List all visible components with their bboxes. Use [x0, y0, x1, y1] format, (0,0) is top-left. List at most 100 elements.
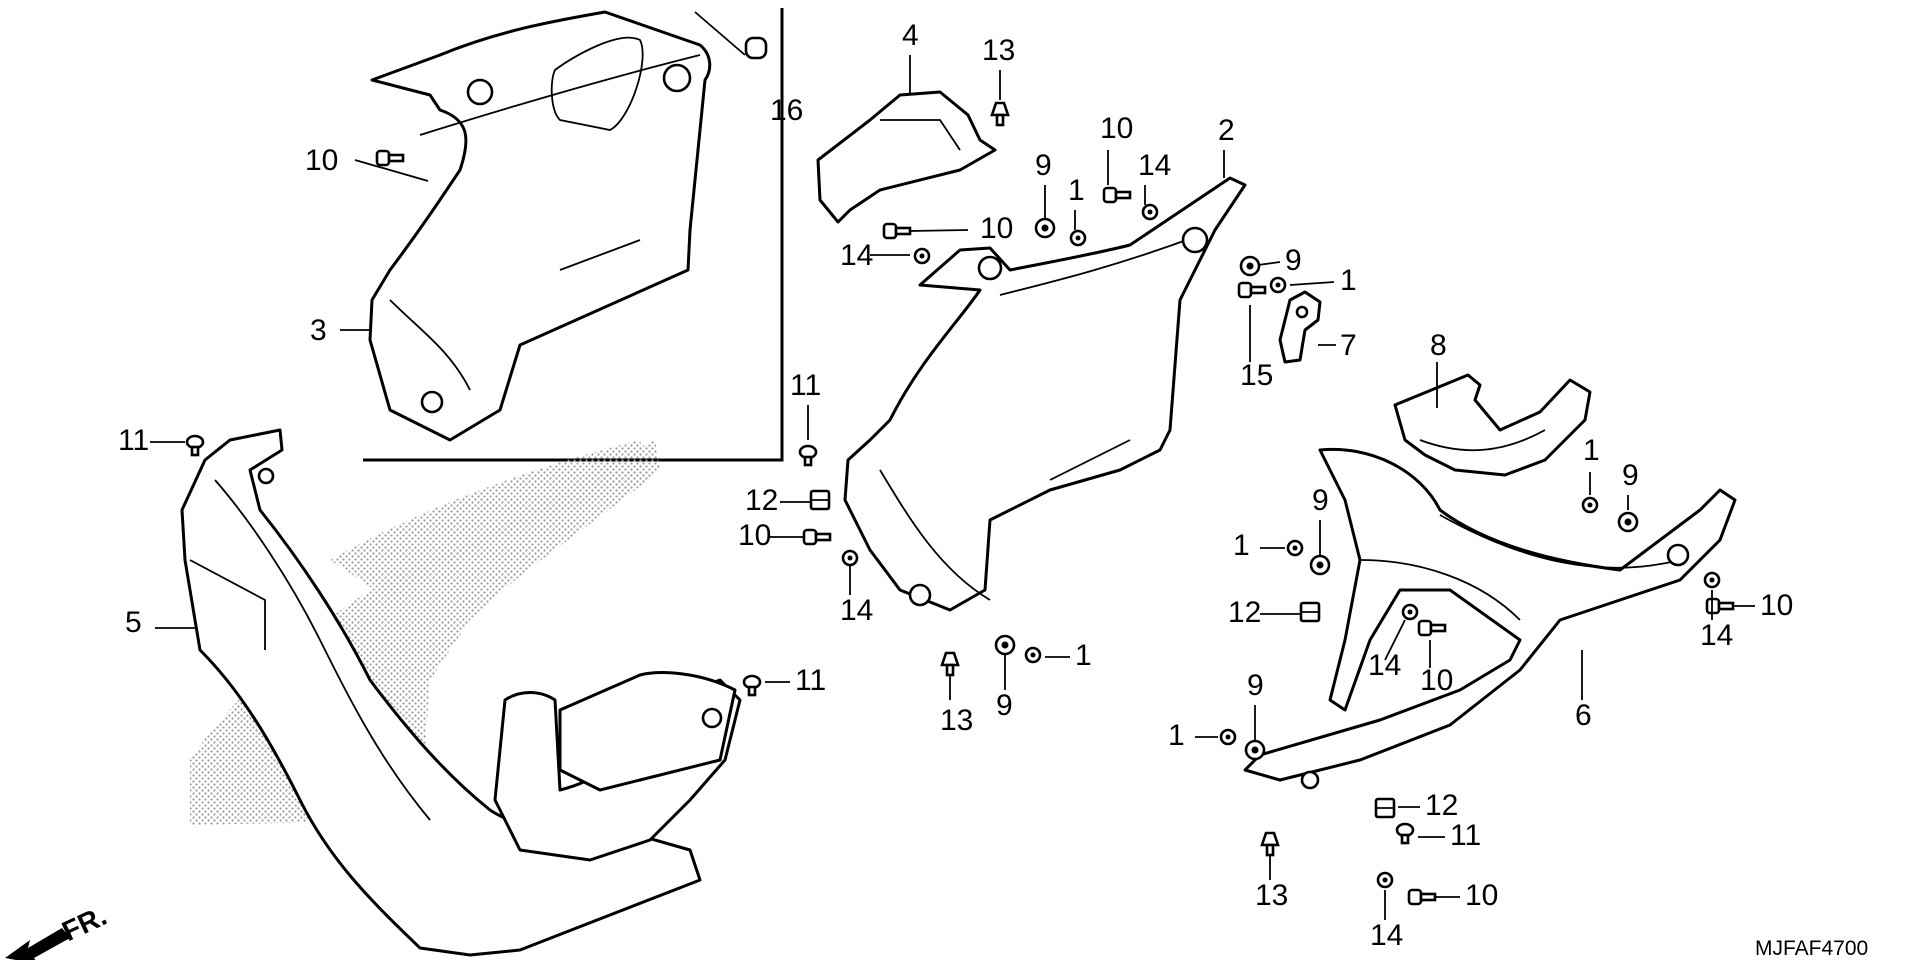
callout-number: 2 [1218, 114, 1235, 147]
callout-c16: 16 [694, 11, 803, 127]
callout-number: 9 [1035, 149, 1052, 182]
callout-c14e: 14 [1700, 571, 1733, 652]
callout-c15: 15 [1237, 281, 1273, 392]
part-2-side-cover [843, 176, 1247, 612]
callout-number: 10 [738, 519, 771, 552]
fastener-ring-icon [1401, 603, 1419, 621]
part-3-inner-cover [368, 10, 712, 442]
fastener-clip-icon [990, 101, 1010, 127]
fastener-washer-icon [994, 634, 1016, 656]
callout-c9b: 9 [1239, 244, 1302, 277]
front-direction-indicator: FR. [5, 900, 111, 960]
callout-c12c: 12 [1374, 789, 1458, 822]
callout-c10f: 10 [1705, 589, 1793, 622]
callout-number: 14 [1700, 619, 1733, 652]
leader-line [1289, 281, 1335, 286]
callout-number: 10 [1420, 664, 1453, 697]
callout-number: 12 [1425, 789, 1458, 822]
callout-c14d: 14 [1368, 603, 1419, 682]
callout-c14f: 14 [1370, 871, 1403, 952]
reference-code: MJFAF4700 [1755, 937, 1868, 960]
fastener-cap-icon [744, 36, 768, 60]
callout-number: 11 [790, 369, 821, 402]
fastener-washer-icon [1244, 739, 1266, 761]
callout-number: 13 [1255, 879, 1288, 912]
leader-line [354, 159, 429, 182]
callout-number: 1 [1233, 529, 1250, 562]
callout-c11c: 11 [742, 664, 826, 697]
fastener-ring-icon [1141, 203, 1159, 221]
callout-number: 8 [1430, 329, 1447, 362]
callout-number: 10 [1760, 589, 1793, 622]
callout-c10e: 10 [1417, 619, 1453, 697]
fastener-ring-icon [1581, 496, 1599, 514]
fastener-ring-icon [841, 549, 859, 567]
fastener-washer-icon [1239, 255, 1261, 277]
callout-c9e: 9 [1309, 484, 1331, 576]
callout-number: 1 [1340, 264, 1357, 297]
fastener-ring-icon [1269, 276, 1287, 294]
callout-c13c: 13 [1255, 831, 1288, 912]
callout-number: 14 [1370, 919, 1403, 952]
callout-number: 15 [1240, 359, 1273, 392]
fastener-bolt-icon [1102, 186, 1132, 204]
callout-c11b: 11 [118, 424, 205, 457]
callout-number: 9 [996, 689, 1013, 722]
part-8-bracket [1393, 373, 1592, 477]
fastener-ring-icon [1024, 646, 1042, 664]
callout-c9d: 9 [1617, 459, 1639, 533]
callout-c13b: 13 [940, 651, 973, 737]
fastener-screw-icon [185, 434, 205, 457]
callout-c14a: 14 [1138, 149, 1171, 221]
callout-number: 14 [1368, 649, 1401, 682]
callout-c9c: 9 [994, 634, 1016, 722]
callout-c11d: 11 [1395, 819, 1481, 852]
fastener-nut-icon [1374, 797, 1396, 819]
fastener-nut-icon [809, 489, 831, 511]
inset-frame [363, 8, 784, 462]
part-5-front-lower-cowl [180, 428, 742, 957]
callout-number: 10 [1100, 112, 1133, 145]
callout-c1a: 1 [1068, 174, 1087, 247]
callout-c1e: 1 [1581, 434, 1600, 514]
callout-number: 3 [310, 314, 327, 347]
callout-c1d: 1 [1233, 529, 1304, 562]
callout-number: 10 [980, 212, 1013, 245]
fastener-bolt-icon [882, 222, 912, 240]
arrow-icon [5, 928, 70, 960]
callout-number: 7 [1340, 329, 1357, 362]
callout-c9a: 9 [1034, 149, 1056, 239]
callout-c1b: 1 [1269, 264, 1357, 297]
fastener-bolt-icon [1705, 597, 1735, 615]
callout-c8: 8 [1430, 329, 1447, 408]
callout-number: 11 [1450, 819, 1481, 852]
callout-number: 13 [982, 34, 1015, 67]
callout-c3: 3 [310, 314, 370, 347]
fastener-screw-icon [742, 674, 762, 697]
part-4-cover [816, 90, 997, 224]
fastener-screw-icon [798, 444, 818, 467]
fastener-bolt-icon [802, 528, 832, 546]
callout-c14b: 14 [840, 239, 931, 272]
callout-number: 1 [1168, 719, 1185, 752]
callout-c2: 2 [1218, 114, 1235, 178]
callout-c10b: 10 [1100, 112, 1133, 204]
callout-number: 4 [902, 19, 919, 52]
callout-number: 1 [1583, 434, 1600, 467]
callout-number: 9 [1312, 484, 1329, 517]
fastener-washer-icon [1034, 217, 1056, 239]
fastener-ring-icon [1069, 229, 1087, 247]
callout-number: 1 [1068, 174, 1085, 207]
callout-number: 11 [118, 424, 149, 457]
fastener-ring-icon [1376, 871, 1394, 889]
part-7-bracket [1278, 290, 1322, 364]
callout-c7: 7 [1318, 329, 1357, 362]
callout-c14c: 14 [840, 549, 873, 627]
callout-c6: 6 [1575, 650, 1592, 732]
fastener-bolt-icon [1237, 281, 1267, 299]
leader-line [1384, 619, 1406, 661]
callout-c10a: 10 [305, 144, 429, 182]
fastener-clip-icon [940, 651, 960, 677]
callout-c10g: 10 [1407, 879, 1498, 912]
